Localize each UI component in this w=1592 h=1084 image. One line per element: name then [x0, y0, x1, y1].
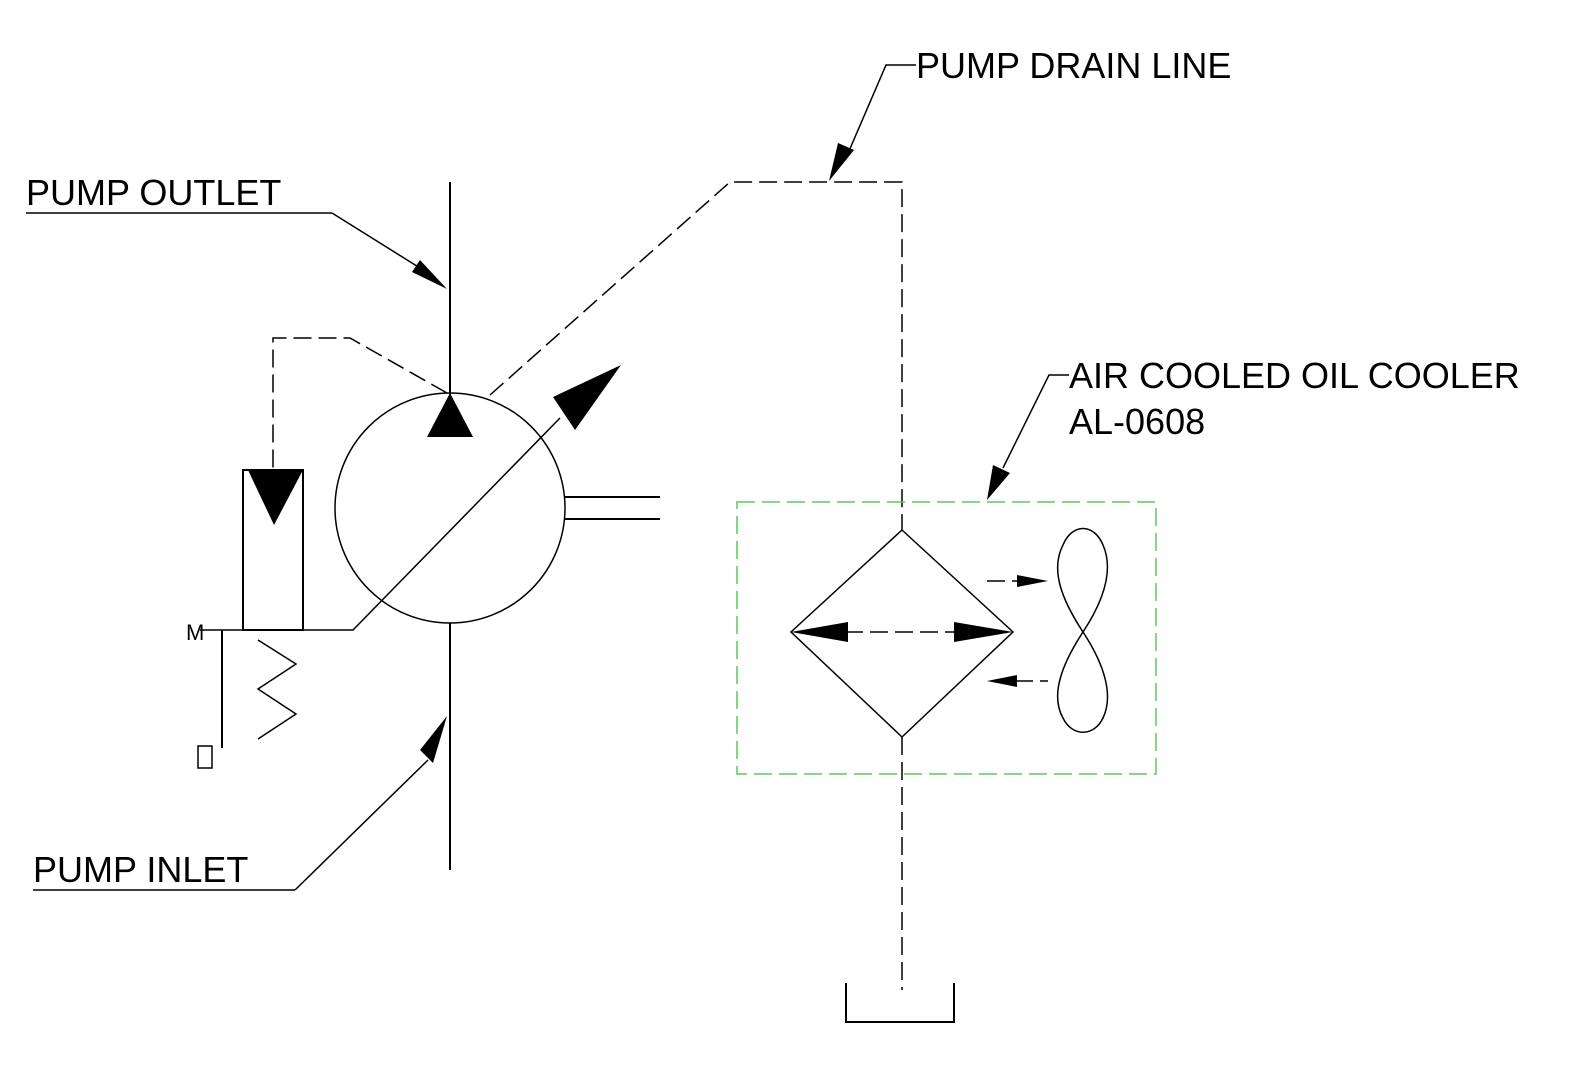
pressure-compensator: M [186, 337, 448, 769]
air-flow-out-arrow-icon [987, 675, 1017, 687]
cooler-leader-arrow-icon [987, 465, 1010, 500]
pump-drain-leader-line [845, 64, 916, 159]
pump-variable-arrow-icon [553, 365, 621, 430]
pump-drain-line-label: PUMP DRAIN LINE [916, 45, 1231, 86]
pump-drain-leader-arrow-icon [829, 143, 854, 181]
pump-outlet-leader-arrow-icon [412, 260, 447, 289]
cooler-callout: AIR COOLED OIL COOLER AL-0608 [987, 355, 1520, 500]
compensator-spring-icon [256, 639, 298, 740]
fan-icon [1056, 527, 1109, 733]
pump-variable-stroke-line [200, 417, 561, 631]
cooler-boundary [736, 501, 1157, 775]
pump-outlet-label: PUMP OUTLET [26, 172, 281, 213]
air-flow-in-arrow-icon [1017, 575, 1048, 587]
pump-flow-direction-triangle-icon [427, 393, 473, 437]
pump-outlet-leader-line [331, 212, 421, 269]
pump-inlet-callout: PUMP INLET [33, 716, 447, 891]
compensator-port-icon [197, 745, 213, 769]
compensator-pilot-line [272, 337, 448, 470]
pump-inlet-leader-line [294, 759, 429, 891]
pump-drain-line [489, 181, 903, 530]
cooler-name-label: AIR COOLED OIL COOLER [1069, 355, 1520, 396]
pump-drain-line-callout: PUMP DRAIN LINE [829, 45, 1231, 181]
heat-exchanger-left-arrow-icon [791, 622, 848, 642]
compensator-pilot-arrow-icon [248, 470, 303, 525]
pump-inlet-label: PUMP INLET [33, 849, 248, 890]
cooler-leader-line [1002, 374, 1069, 469]
reservoir-tank-icon [845, 983, 955, 1023]
pump-inlet-leader-arrow-icon [420, 716, 447, 763]
heat-exchanger-right-arrow-icon [954, 622, 1013, 642]
pump-outlet-callout: PUMP OUTLET [26, 172, 447, 289]
cooler-model-label: AL-0608 [1069, 401, 1205, 442]
compensator-marker-label: M [186, 620, 204, 645]
air-cooled-oil-cooler [736, 501, 1157, 775]
